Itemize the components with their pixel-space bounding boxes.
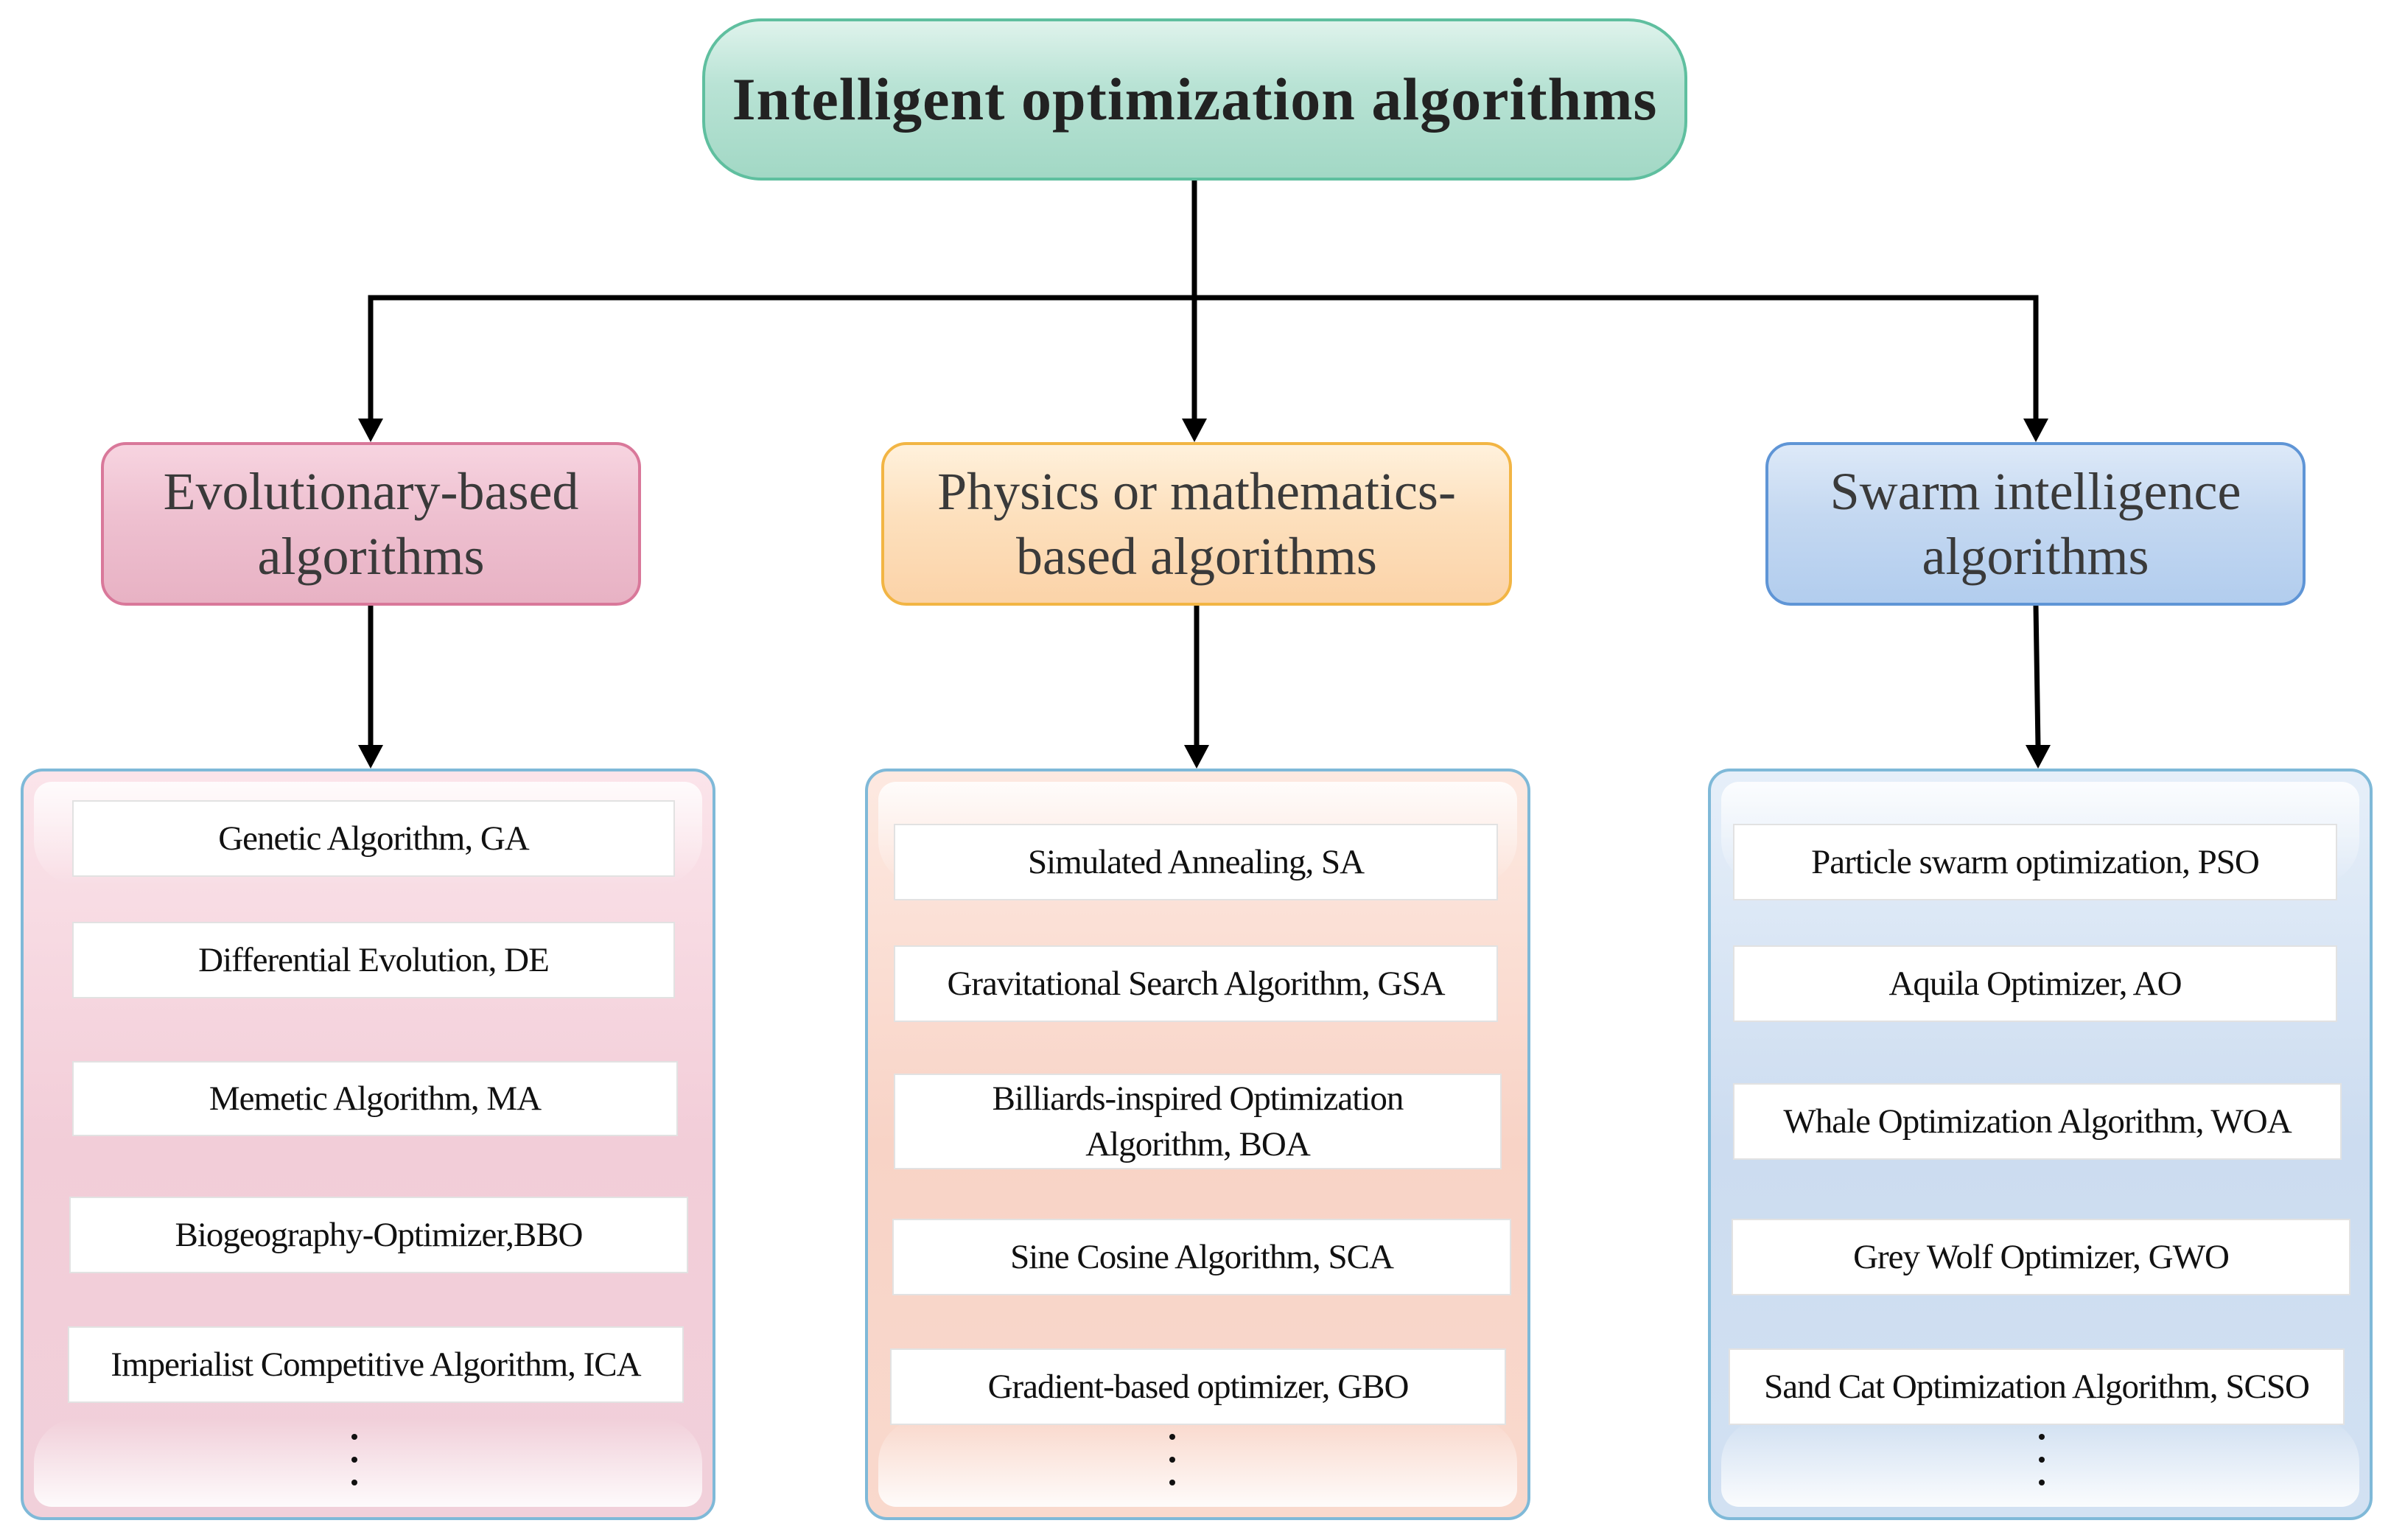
algorithm-box-sa: Simulated Annealing, SA [894, 824, 1498, 900]
arrowhead-physics-panel [1184, 745, 1209, 769]
algorithm-box-boa: Billiards-inspired Optimization Algorith… [894, 1074, 1502, 1169]
algorithm-box-ica: Imperialist Competitive Algorithm, ICA [68, 1326, 684, 1403]
more-algorithms-ellipsis-icon [1158, 1434, 1187, 1485]
algorithm-label: Particle swarm optimization, PSO [1811, 843, 2260, 881]
algorithm-label: Billiards-inspired Optimization Algorith… [992, 1079, 1404, 1163]
more-algorithms-ellipsis-icon [2027, 1434, 2056, 1485]
arrowhead-evolutionary-panel [358, 745, 383, 769]
category-physics: Physics or mathematics- based algorithms [881, 442, 1512, 606]
algorithm-box-ga: Genetic Algorithm, GA [72, 800, 675, 877]
algorithm-box-gsa: Gravitational Search Algorithm, GSA [894, 945, 1498, 1022]
algorithm-label: Genetic Algorithm, GA [218, 819, 530, 858]
algorithm-label: Simulated Annealing, SA [1027, 843, 1365, 881]
category-label-physics: Physics or mathematics- based algorithms [937, 462, 1456, 586]
category-swarm: Swarm intelligence algorithms [1765, 442, 2306, 606]
algorithm-label: Gravitational Search Algorithm, GSA [947, 965, 1445, 1003]
algorithm-label: Grey Wolf Optimizer, GWO [1853, 1238, 2230, 1276]
algorithm-label: Aquila Optimizer, AO [1888, 965, 2182, 1003]
algorithm-box-bbo: Biogeography-Optimizer,BBO [69, 1197, 688, 1273]
link-line-swarm [2033, 603, 2041, 749]
algorithm-box-de: Differential Evolution, DE [72, 922, 675, 998]
algorithm-box-pso: Particle swarm optimization, PSO [1733, 824, 2337, 900]
algorithm-box-ma: Memetic Algorithm, MA [72, 1061, 678, 1136]
arrowhead-swarm-panel [2026, 745, 2051, 769]
arrowhead-swarm-category [2023, 419, 2048, 442]
algorithm-label: Whale Optimization Algorithm, WOA [1783, 1102, 2292, 1141]
algorithm-label: Differential Evolution, DE [198, 941, 550, 979]
arrowhead-physics-category [1182, 419, 1207, 442]
root-node: Intelligent optimization algorithms [702, 18, 1687, 181]
algorithm-label: Imperialist Competitive Algorithm, ICA [111, 1345, 641, 1384]
algorithm-label: Sine Cosine Algorithm, SCA [1010, 1238, 1394, 1276]
algorithm-box-woa: Whale Optimization Algorithm, WOA [1733, 1083, 2342, 1160]
category-label-evolutionary: Evolutionary-based algorithms [163, 462, 579, 586]
algorithm-box-scso: Sand Cat Optimization Algorithm, SCSO [1729, 1348, 2345, 1425]
algorithm-label: Sand Cat Optimization Algorithm, SCSO [1764, 1368, 2310, 1406]
algorithm-label: Gradient-based optimizer, GBO [987, 1368, 1410, 1406]
algorithm-panel-evolutionary [21, 769, 715, 1520]
root-title: Intelligent optimization algorithms [732, 66, 1658, 133]
algorithm-box-gbo: Gradient-based optimizer, GBO [890, 1348, 1506, 1425]
algorithm-label: Memetic Algorithm, MA [209, 1079, 542, 1118]
arrowhead-evolutionary-category [358, 419, 383, 442]
algorithm-label: Biogeography-Optimizer,BBO [175, 1216, 584, 1254]
algorithm-box-ao: Aquila Optimizer, AO [1733, 945, 2337, 1022]
algorithm-box-gwo: Grey Wolf Optimizer, GWO [1732, 1219, 2350, 1295]
more-algorithms-ellipsis-icon [340, 1434, 369, 1485]
category-evolutionary: Evolutionary-based algorithms [101, 442, 641, 606]
algorithm-box-sca: Sine Cosine Algorithm, SCA [892, 1219, 1511, 1295]
category-label-swarm: Swarm intelligence algorithms [1830, 462, 2241, 586]
